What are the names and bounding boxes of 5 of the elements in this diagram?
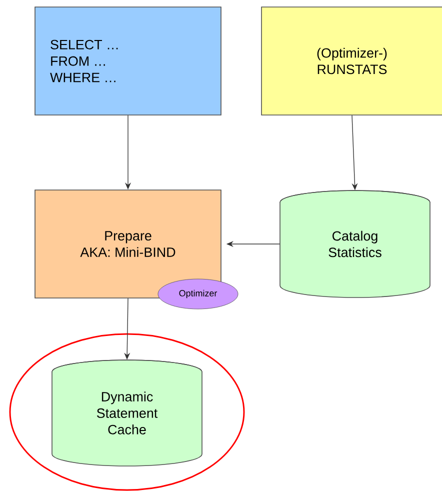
database-cylinder: Dynamic Statement Cache xyxy=(52,360,202,466)
database-cylinder: Catalog Statistics xyxy=(280,190,430,298)
utility-box: (Optimizer-) RUNSTATS xyxy=(261,6,442,116)
query-box: SELECT … FROM … WHERE … xyxy=(34,6,222,116)
highlight-ellipse xyxy=(9,333,245,491)
